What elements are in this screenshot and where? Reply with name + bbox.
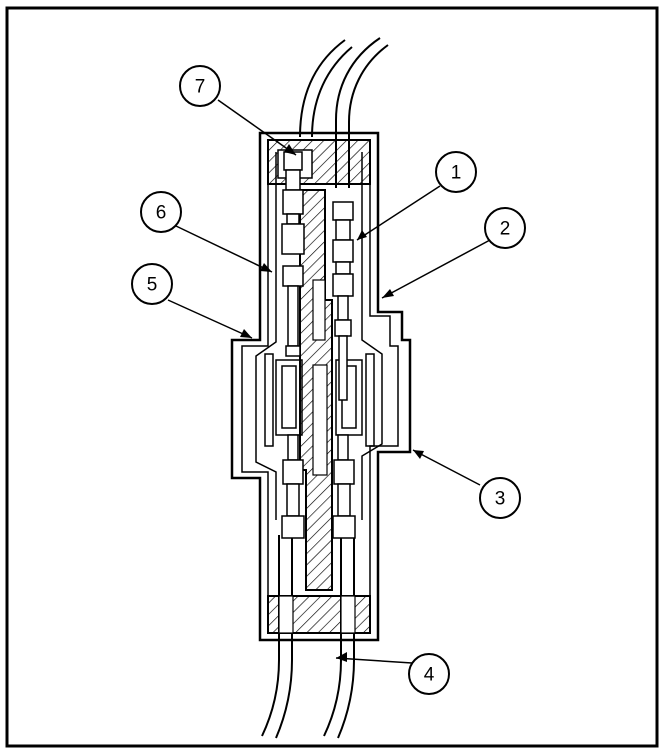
callout-1: 1 (435, 151, 477, 193)
right-connector (332, 201, 356, 539)
svg-text:5: 5 (147, 275, 158, 296)
callout-6: 6 (140, 191, 182, 233)
figure-border (5, 6, 659, 748)
leader-arrowheads (240, 144, 424, 662)
callout-3: 3 (479, 477, 521, 519)
leader-lines (167, 99, 491, 664)
central-divider (299, 189, 333, 591)
svg-text:7: 7 (195, 77, 206, 98)
callout-7: 7 (179, 65, 221, 107)
svg-text:3: 3 (495, 489, 506, 510)
housing (230, 131, 412, 642)
svg-text:2: 2 (500, 219, 511, 240)
svg-text:4: 4 (424, 665, 435, 686)
callout-2: 2 (484, 207, 526, 249)
upper-cables (299, 37, 389, 188)
bottom-cap (267, 595, 371, 634)
svg-text:1: 1 (451, 163, 462, 184)
callout-4: 4 (408, 653, 450, 695)
left-connector (281, 151, 305, 539)
callout-5: 5 (131, 263, 173, 305)
svg-text:6: 6 (156, 203, 167, 224)
lower-cables (261, 535, 355, 739)
